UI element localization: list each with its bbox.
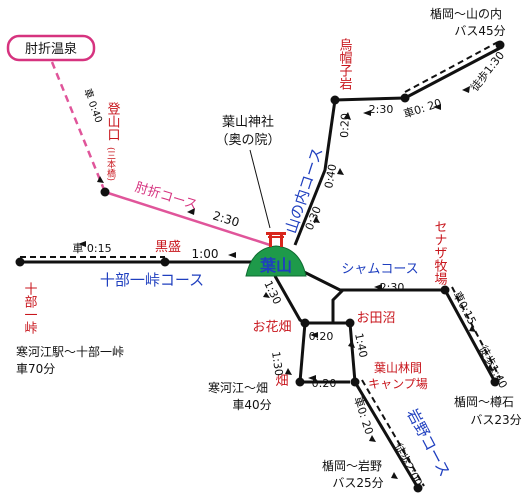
summit: 葉山: [245, 232, 307, 277]
direction-arrow-icon: [391, 472, 398, 479]
direction-arrow-icon: [310, 332, 318, 338]
junction-dot-icon: [295, 377, 305, 387]
access-right-1: 楯岡～樽石: [454, 394, 514, 409]
shamu-course-label: シャムコース: [341, 262, 418, 277]
shrine-leader: [249, 149, 271, 229]
shrine-sub: （奥の院）: [215, 133, 280, 148]
time-car-020-bottom: 車0: 20: [351, 395, 376, 437]
direction-arrow-icon: [285, 368, 292, 375]
access-mid-2: 車40分: [232, 398, 271, 412]
hijiori-onsen-label: 肘折温泉: [25, 41, 77, 57]
junction-dot-icon: [400, 93, 410, 103]
direction-arrow-icon: [313, 216, 320, 223]
direction-arrow-icon: [348, 340, 355, 348]
time-shamu-230: 2:30: [380, 281, 405, 294]
hijiori-course-label: 肘折コース: [133, 180, 199, 213]
direction-arrow-icon: [487, 364, 494, 371]
access-left-1: 寒河江駅～十部一峠: [16, 344, 124, 359]
time-020b: 0:20: [309, 330, 334, 343]
hata-label: 畑: [275, 374, 288, 389]
junction-dot-icon: [330, 95, 340, 105]
junction-dot-icon: [15, 257, 25, 267]
jubu-ichi-toge-label: 十部一峠: [22, 282, 38, 334]
hijiori-trail: [50, 61, 271, 247]
jubuichi-course-label: 十部一峠コース: [100, 271, 204, 289]
junction-dot-icon: [350, 377, 360, 387]
time-eboshi-230: 2:30: [369, 103, 394, 116]
tozanguchi-label: 登山口: [105, 102, 121, 141]
time-100: 1:00: [192, 247, 219, 261]
access-top-right-2: バス45分: [454, 24, 505, 38]
junctions: [15, 40, 505, 493]
camp-label: 葉山林間: [374, 361, 422, 375]
time-walk-200: 徒歩2:00: [391, 441, 425, 489]
direction-arrow-icon: [308, 375, 316, 381]
torii-icon: [266, 232, 286, 247]
eboshi-iwa-label: 烏帽子岩: [337, 37, 353, 90]
junction-dot-icon: [495, 40, 505, 50]
access-bottom-2: バス25分: [332, 476, 383, 490]
junction-dot-icon: [490, 377, 500, 387]
direction-arrow-icon: [363, 110, 371, 116]
direction-arrow-icon: [369, 435, 376, 442]
direction-arrow-icon: [78, 241, 86, 247]
shrine-name: 葉山神社: [222, 114, 274, 130]
time-020c: 0:20: [312, 377, 337, 390]
onsen-box: [6, 34, 96, 62]
sena-bokujo-label: セナザ牧場: [432, 220, 448, 285]
direction-arrow-icon: [344, 112, 351, 120]
summit-name: 葉山: [259, 256, 292, 275]
mountain-icon: [245, 245, 307, 277]
time-040: 0:40: [322, 163, 339, 190]
direction-arrow-icon: [97, 176, 104, 183]
camp-label-2: キャンプ場: [368, 377, 428, 391]
junction-dot-icon: [100, 187, 110, 197]
access-left-2: 車70分: [16, 362, 55, 376]
junction-dot-icon: [160, 257, 170, 267]
direction-arrow-icon: [228, 252, 236, 258]
time-020a: 0:20: [338, 113, 352, 138]
direction-arrow-icon: [337, 168, 344, 175]
junction-dot-icon: [345, 318, 355, 328]
time-130b: 1:30: [269, 351, 285, 377]
access-mid-1: 寒河江～畑: [208, 380, 268, 395]
direction-arrow-icon: [469, 325, 476, 332]
access-bottom-1: 楯岡～岩野: [322, 458, 382, 473]
direction-arrow-icon: [374, 284, 382, 290]
roads: [20, 46, 501, 489]
kuromori-label: 黒盛: [155, 240, 181, 255]
otanuma-label: お田沼: [356, 311, 395, 326]
junction-dot-icon: [440, 285, 450, 295]
direction-arrows: [78, 86, 494, 479]
access-top-right-1: 楯岡～山の内: [430, 7, 502, 21]
direction-arrow-icon: [187, 208, 195, 215]
direction-arrow-icon: [263, 292, 270, 298]
tozanguchi-sub-label: (三本橋): [105, 147, 116, 181]
direction-arrow-icon: [433, 104, 441, 110]
ohanabatake-label: お花畑: [252, 319, 291, 335]
time-car-015-left: 車 0:15: [72, 241, 111, 255]
time-car-040: 車 0:40: [81, 87, 105, 125]
car-roads: [20, 41, 501, 487]
access-right-2: バス23分: [470, 413, 521, 427]
junction-dot-icon: [300, 318, 310, 328]
direction-arrow-icon: [462, 86, 470, 93]
time-140b: 1:40: [352, 332, 370, 359]
junction-dot-icon: [413, 483, 423, 493]
